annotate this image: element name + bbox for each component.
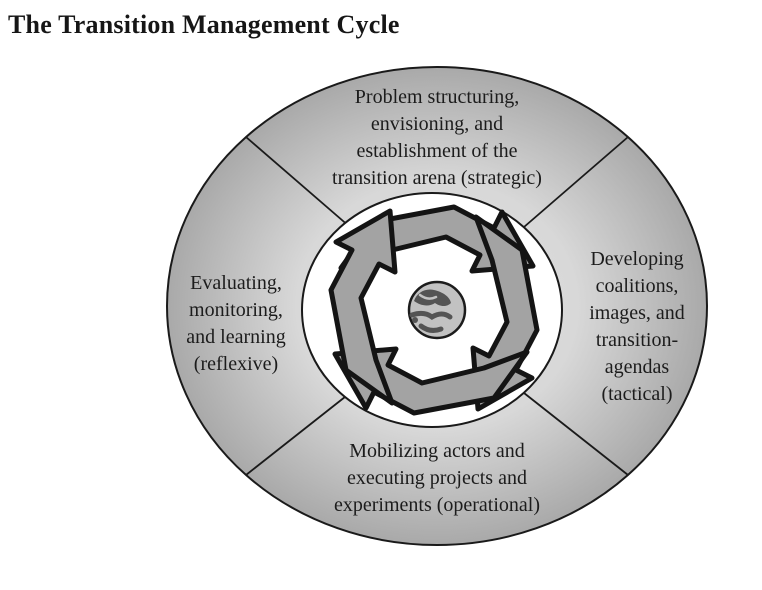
divider-line-bottom-right (523, 392, 629, 476)
divider-line-top-left (245, 136, 351, 228)
segment-label-operational: Mobilizing actors and executing projects… (333, 440, 541, 516)
recycle-arrow-icon-left (328, 208, 398, 406)
segment-label-tactical: Developing coalitions, images, and trans… (589, 248, 685, 405)
recycle-arrow-icon-bottom (332, 346, 530, 416)
divider-line-bottom-left (245, 392, 351, 476)
segment-label-reflexive: Evaluating, monitoring, and learning (re… (186, 272, 286, 375)
segment-dividers (245, 136, 629, 476)
segment-label-strategic: Problem structuring, envisioning, and es… (332, 86, 542, 189)
globe-icon (407, 280, 467, 340)
divider-line-top-right (523, 136, 629, 228)
page-title: The Transition Management Cycle (8, 10, 400, 39)
recycle-arrow-icon-right (470, 214, 540, 412)
recycle-cycle-icon (328, 204, 540, 416)
